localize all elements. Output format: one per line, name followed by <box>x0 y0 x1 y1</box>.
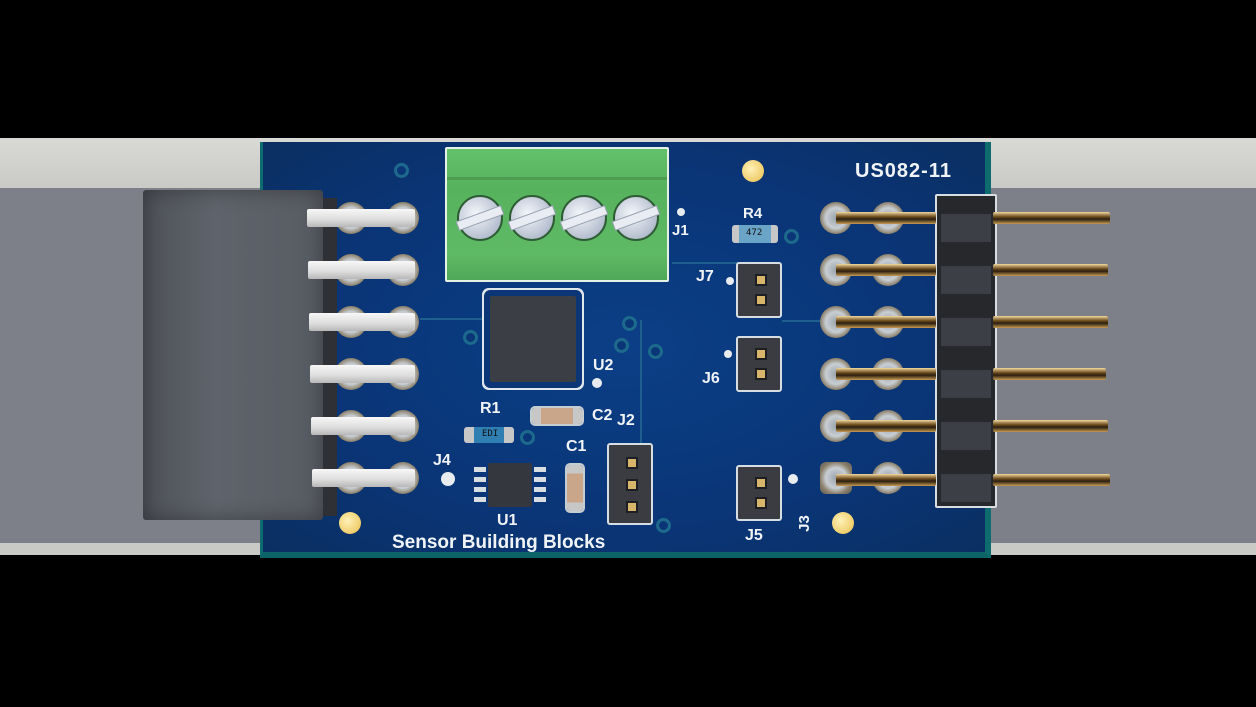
j7-label: J7 <box>696 268 714 285</box>
r1-label: R1 <box>480 400 501 417</box>
j2-label: J2 <box>617 412 635 429</box>
via <box>520 430 535 445</box>
pin1-marker <box>441 472 455 486</box>
r4-label: R4 <box>743 205 763 222</box>
screw-terminal-block <box>445 147 669 282</box>
female-header-connector <box>143 190 337 520</box>
j3-label: J3 <box>795 515 813 532</box>
trace <box>672 262 742 264</box>
trace <box>420 318 490 320</box>
mounting-hole-top <box>742 160 764 182</box>
via <box>463 330 478 345</box>
via <box>394 163 409 178</box>
r1-resistor: EDI <box>464 427 514 443</box>
c1-capacitor <box>567 465 583 511</box>
j7-jumper-header <box>736 262 782 318</box>
tagline-label: Sensor Building Blocks <box>392 532 606 553</box>
r4-resistor: 472 <box>732 225 778 243</box>
u2-ic-chip <box>490 296 576 382</box>
c1-label: C1 <box>566 438 587 455</box>
part-number-label: US082-11 <box>855 160 952 182</box>
j5-label: J5 <box>745 527 763 544</box>
pin1-marker <box>726 277 734 285</box>
pin1-marker <box>724 350 732 358</box>
u1-label: U1 <box>497 512 518 529</box>
screw-icon <box>457 195 503 241</box>
j5-jumper-header <box>736 465 782 521</box>
u2-label: U2 <box>593 357 614 374</box>
screw-icon <box>561 195 607 241</box>
c2-label: C2 <box>592 407 613 424</box>
via <box>614 338 629 353</box>
via <box>648 344 663 359</box>
via <box>784 229 799 244</box>
screw-icon <box>509 195 555 241</box>
j4-label: J4 <box>433 452 451 469</box>
male-header-connector <box>935 194 997 508</box>
u1-ic-chip <box>474 463 546 507</box>
screw-icon <box>613 195 659 241</box>
j6-jumper-header <box>736 336 782 392</box>
trace <box>640 320 642 460</box>
mounting-hole-bottom-left <box>339 512 361 534</box>
via <box>656 518 671 533</box>
trace <box>782 320 842 322</box>
pin1-marker <box>592 378 602 388</box>
j6-label: J6 <box>702 370 720 387</box>
pin1-marker <box>677 208 685 216</box>
j1-label: J1 <box>672 222 689 239</box>
pin1-marker <box>788 474 798 484</box>
c2-capacitor <box>532 408 582 424</box>
j2-jumper-header <box>607 443 653 525</box>
mounting-hole-bottom-right <box>832 512 854 534</box>
via <box>622 316 637 331</box>
